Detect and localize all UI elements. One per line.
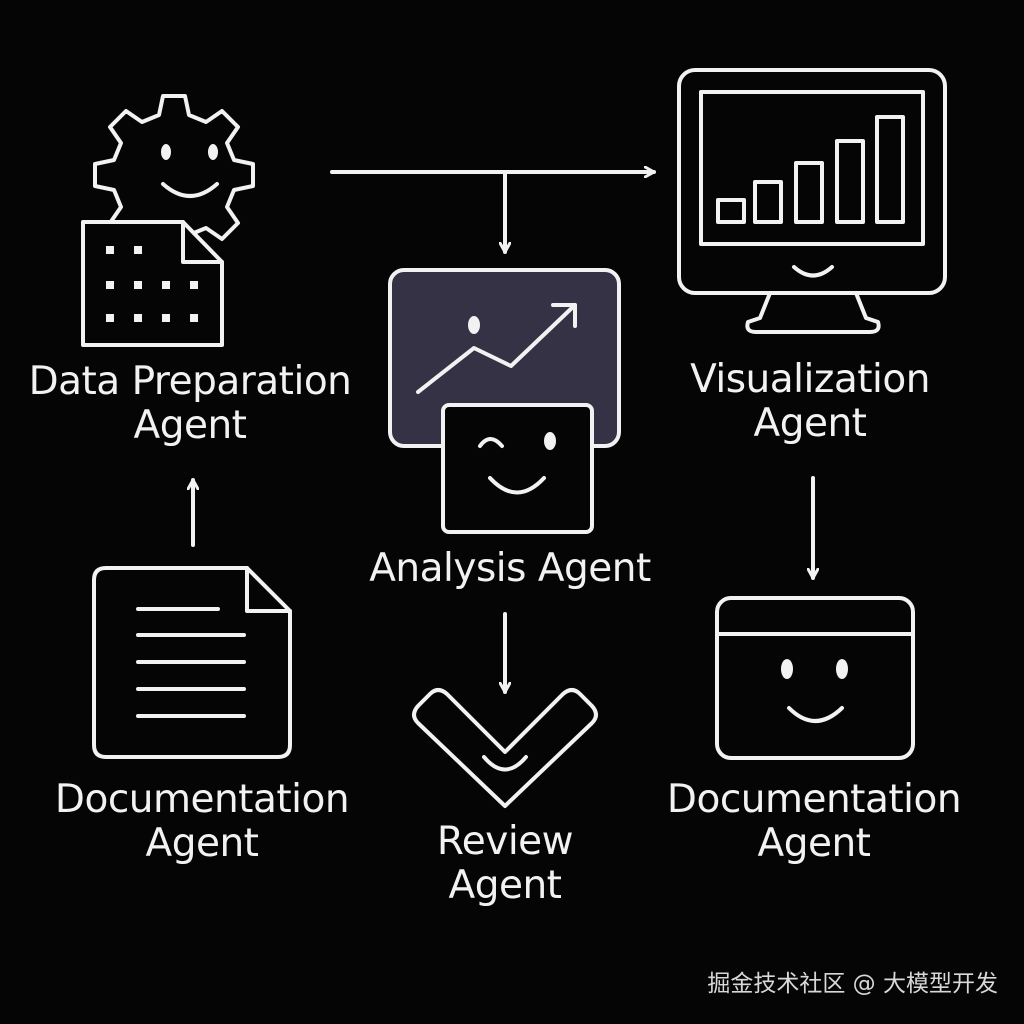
chart-point xyxy=(468,316,480,334)
checkmark-outline xyxy=(412,688,598,808)
checkmark-face-icon xyxy=(412,688,598,808)
analysis-face-box xyxy=(441,403,594,534)
review-agent-label: Review Agent xyxy=(385,820,625,908)
monitor-smile xyxy=(792,265,834,278)
analysis-label-line-1: Analysis Agent xyxy=(369,546,651,591)
grid-dots xyxy=(106,246,198,322)
gear-eye-left xyxy=(161,144,171,160)
documentation-left-label-line-2: Agent xyxy=(145,821,259,866)
bar-3 xyxy=(794,161,824,224)
text-document-icon xyxy=(92,566,292,759)
data-prep-label-line-1: Data Preparation xyxy=(28,359,352,404)
monitor-frame xyxy=(677,68,947,295)
gear-smile xyxy=(161,182,219,198)
monitor-stand xyxy=(745,291,881,334)
data-prep-label-line-2: Agent xyxy=(133,403,247,448)
window-smile xyxy=(787,706,844,723)
grid-document-icon xyxy=(81,220,224,347)
window-eye-right xyxy=(836,659,848,679)
analysis-smile xyxy=(488,476,546,495)
bar-4 xyxy=(835,139,865,224)
trend-arrowhead xyxy=(551,303,577,328)
analysis-agent-label: Analysis Agent xyxy=(335,547,685,591)
documentation-left-agent-label: Documentation Agent xyxy=(22,778,382,866)
documentation-right-label-line-1: Documentation xyxy=(666,777,962,822)
window-frame xyxy=(715,596,915,760)
documentation-right-agent-label: Documentation Agent xyxy=(634,778,994,866)
visualization-label-line-2: Agent xyxy=(753,401,867,446)
window-eye-left xyxy=(781,659,793,679)
bar-2 xyxy=(753,180,783,224)
monitor-icon xyxy=(677,68,947,334)
review-label-line-2: Agent xyxy=(448,863,562,908)
visualization-agent-label: Visualization Agent xyxy=(640,358,980,446)
monitor-screen xyxy=(699,90,925,246)
analysis-face-icon xyxy=(441,403,594,534)
documentation-left-label-line-1: Documentation xyxy=(54,777,350,822)
grid-document-outline xyxy=(81,220,224,347)
bar-5 xyxy=(875,115,905,224)
text-document-fold xyxy=(245,566,292,613)
data-prep-agent-label: Data Preparation Agent xyxy=(10,360,370,448)
checkmark-smile xyxy=(482,755,528,772)
documentation-right-label-line-2: Agent xyxy=(757,821,871,866)
watermark-text: 掘金技术社区 @ 大模型开发 xyxy=(707,971,998,997)
visualization-label-line-1: Visualization xyxy=(690,357,930,402)
gear-eye-right xyxy=(208,144,218,160)
trend-line xyxy=(416,303,577,394)
grid-document-fold xyxy=(181,220,224,264)
bar-1 xyxy=(716,198,746,224)
analysis-eye-right xyxy=(544,432,556,450)
window-face-icon xyxy=(715,596,915,760)
review-label-line-1: Review xyxy=(436,819,574,864)
text-document-outline xyxy=(92,566,292,759)
analysis-wink-eye xyxy=(478,437,504,448)
